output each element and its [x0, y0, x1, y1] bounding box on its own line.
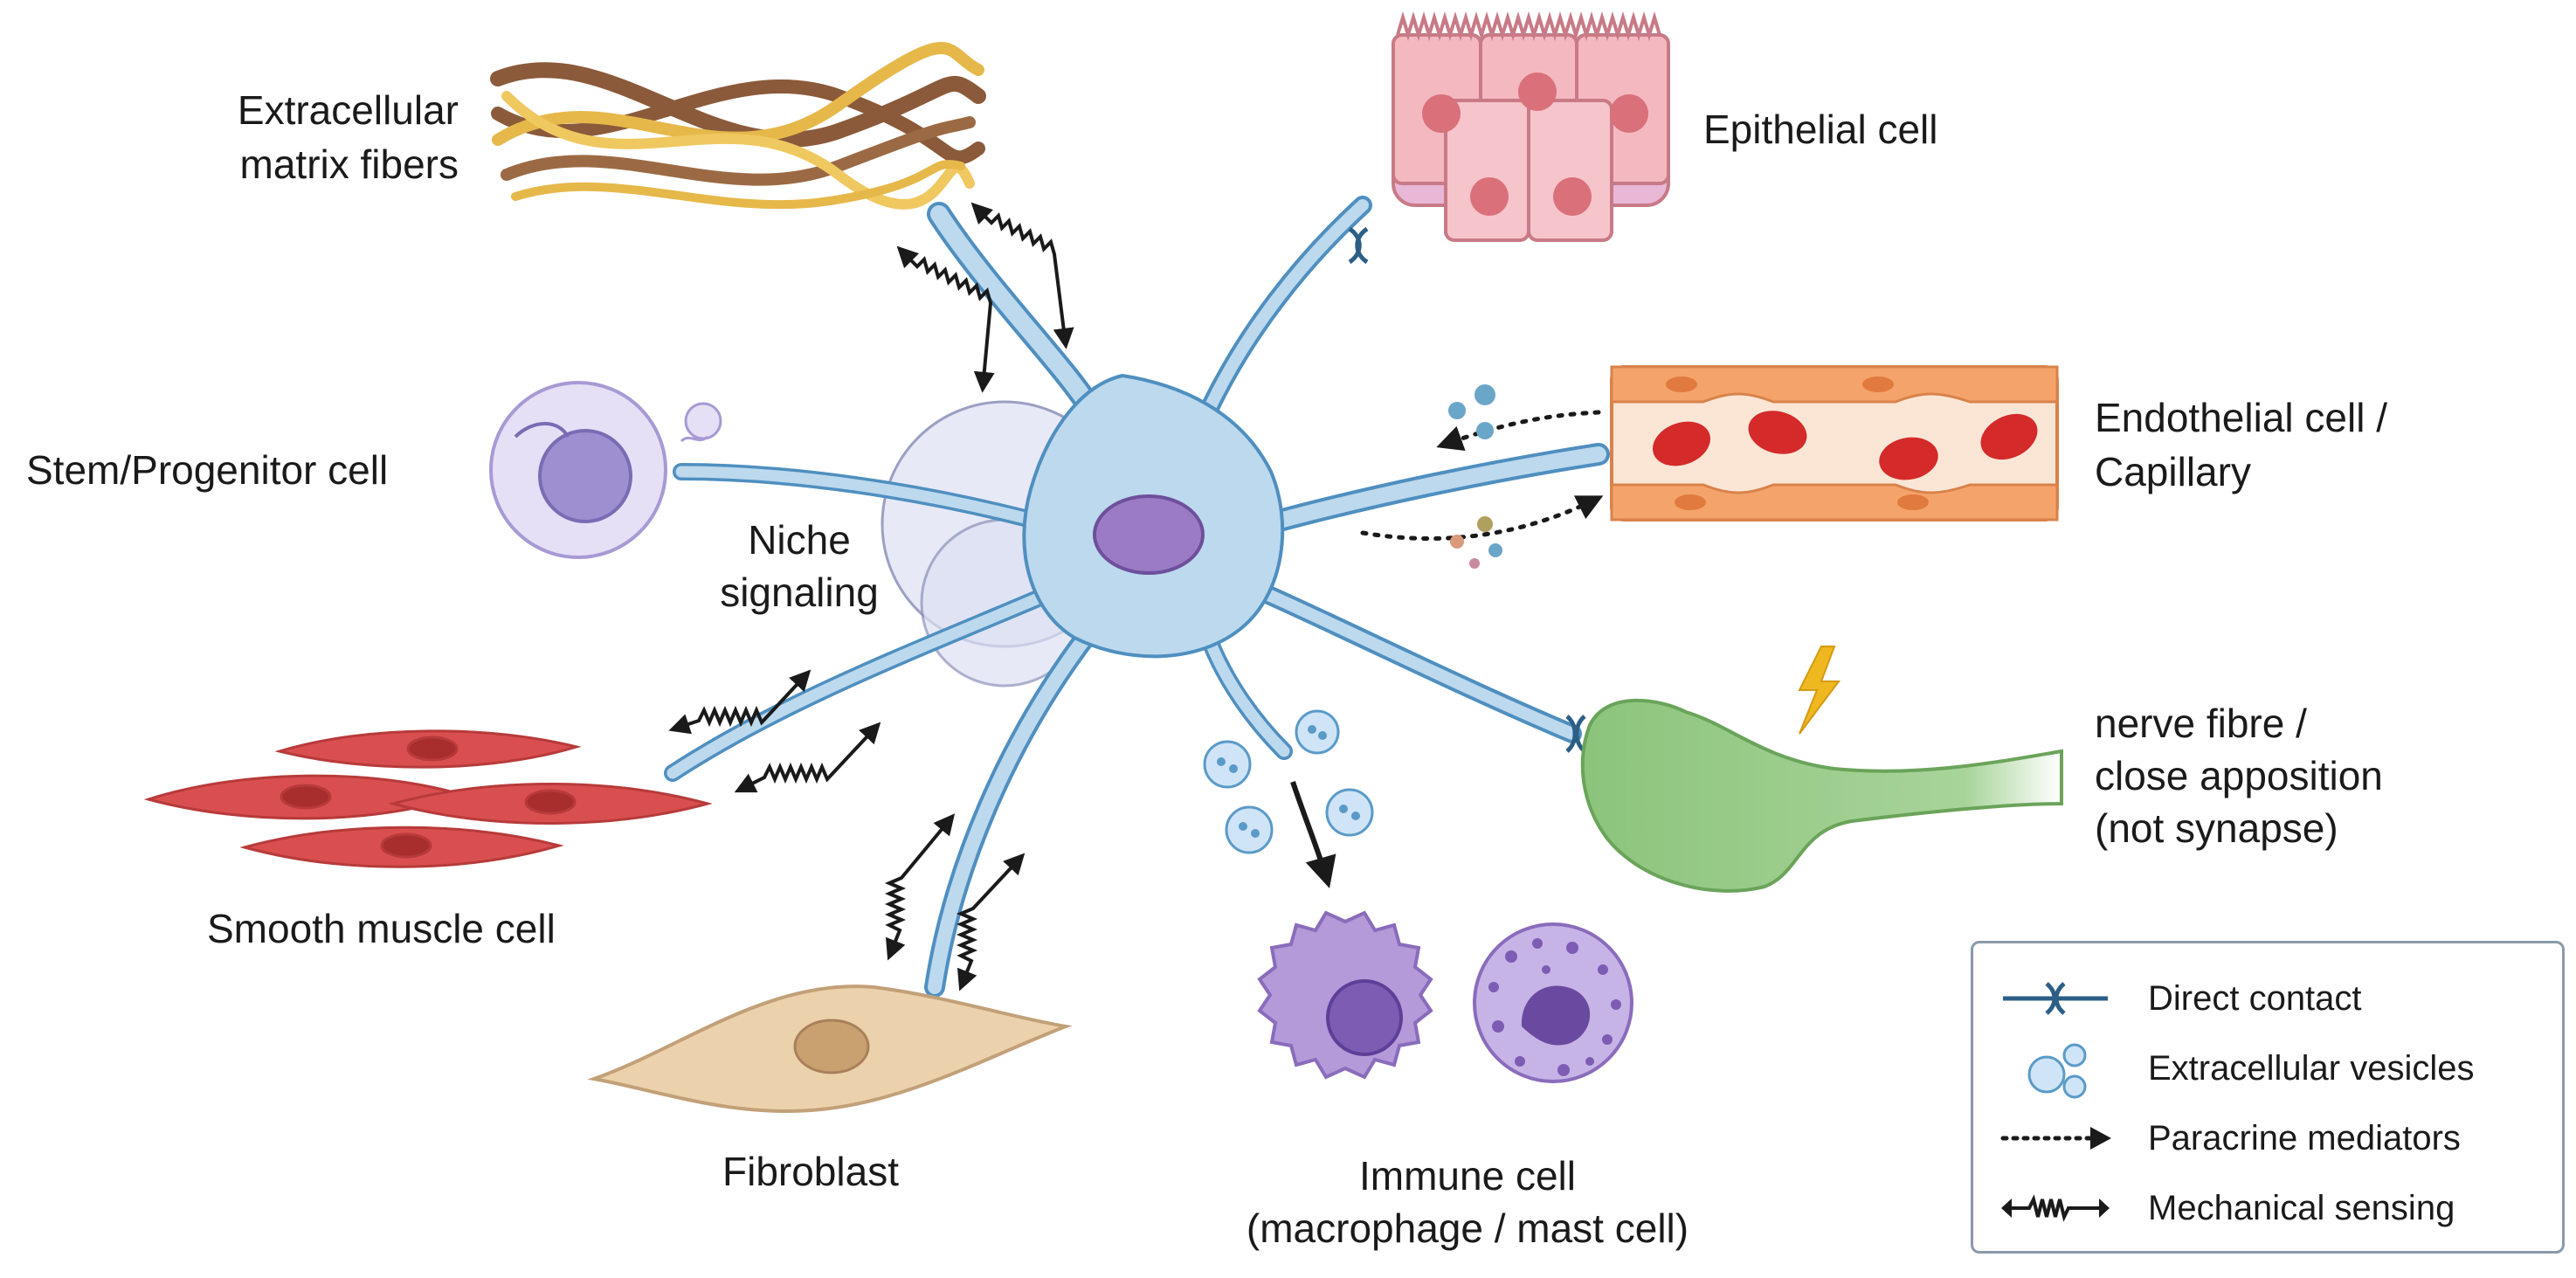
fibroblast-cell [587, 984, 1073, 1113]
legend-item-mechanical: Mechanical sensing [1973, 1178, 2567, 1239]
mech-arrow-fib-2 [956, 853, 1026, 991]
label-smooth-muscle: Smooth muscle cell [207, 906, 556, 951]
paracrine-mediators [1360, 384, 1604, 569]
legend: Direct contact Extracellular vesicles Pa… [1971, 941, 2565, 1254]
endothelial-capillary [1610, 365, 2059, 522]
label-nerve-line2: close apposition [2095, 753, 2383, 798]
label-epithelial: Epithelial cell [1703, 107, 1938, 152]
label-immune-line2: (macrophage / mast cell) [1246, 1205, 1689, 1251]
direct-contact-icon [2003, 982, 2108, 1015]
legend-item-paracrine: Paracrine mediators [1973, 1108, 2567, 1169]
telocyte-nucleus [1093, 494, 1205, 575]
stem-progenitor-cell [489, 381, 722, 559]
immune-cells [1257, 910, 1633, 1083]
legend-label-paracrine: Paracrine mediators [2148, 1119, 2461, 1157]
mech-arrow-smc-2 [734, 722, 881, 793]
mech-arrow-fib-1 [884, 813, 956, 961]
legend-label-direct-contact: Direct contact [2148, 979, 2362, 1018]
legend-item-direct-contact: Direct contact [1973, 968, 2567, 1029]
ecm-fibers [490, 42, 986, 210]
dotted-arrow-icon [2000, 1127, 2111, 1150]
mech-arrow-ecm-2 [970, 202, 1074, 349]
label-nerve-line1: nerve fibre / [2095, 701, 2307, 746]
label-niche-line1: Niche [748, 517, 851, 563]
label-nerve-line3: (not synapse) [2095, 805, 2338, 851]
label-ecm-line1: Extracellular [237, 87, 459, 133]
nerve-fibre [1580, 646, 2063, 893]
extracellular-vesicles [1203, 709, 1374, 888]
label-niche-line2: signaling [720, 570, 879, 615]
mechanical-sensing-arrows [668, 202, 1074, 991]
legend-item-vesicles: Extracellular vesicles [1973, 1038, 2567, 1099]
label-immune-line1: Immune cell [1359, 1153, 1576, 1199]
label-ecm-line2: matrix fibers [239, 142, 459, 187]
label-endothelial-line1: Endothelial cell / [2095, 395, 2387, 440]
epithelial-cells [1392, 11, 1670, 242]
lightning-icon [1798, 646, 1840, 735]
vesicles-icon [2027, 1043, 2087, 1099]
zigzag-arrow-icon [2001, 1194, 2110, 1222]
label-stem: Stem/Progenitor cell [26, 447, 389, 493]
legend-label-mechanical: Mechanical sensing [2148, 1189, 2455, 1227]
label-fibroblast: Fibroblast [722, 1149, 899, 1194]
mech-arrow-smc-1 [668, 669, 811, 735]
smooth-muscle-cells [143, 729, 713, 868]
label-endothelial-line2: Capillary [2095, 449, 2251, 494]
legend-label-vesicles: Extracellular vesicles [2148, 1049, 2475, 1088]
